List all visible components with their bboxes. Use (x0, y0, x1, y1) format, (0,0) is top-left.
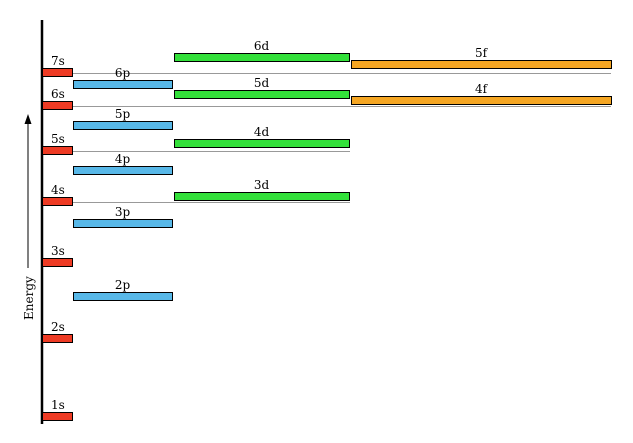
orbital-level-6d: 6d (174, 39, 350, 62)
orbital-level-5p: 5p (73, 107, 173, 130)
orbital-label-3p: 3p (115, 205, 131, 219)
orbital-level-2s: 2s (42, 320, 73, 343)
orbital-bar-3d (174, 192, 350, 201)
orbital-label-5d: 5d (254, 76, 270, 90)
orbital-bar-5s (42, 146, 73, 155)
orbital-bar-4d (174, 139, 350, 148)
guide-lines (72, 73, 611, 203)
orbital-level-3p: 3p (73, 205, 173, 228)
orbital-bar-1s (42, 412, 73, 421)
orbital-label-6p: 6p (115, 66, 131, 80)
orbital-bar-5p (73, 121, 173, 130)
orbital-level-6p: 6p (73, 66, 173, 89)
orbital-label-4d: 4d (254, 125, 270, 139)
orbital-label-5f: 5f (475, 46, 489, 60)
orbital-bar-4p (73, 166, 173, 175)
orbital-bar-5f (351, 60, 612, 69)
orbital-label-5s: 5s (51, 132, 65, 146)
orbital-level-3s: 3s (42, 244, 73, 267)
orbital-label-5p: 5p (115, 107, 131, 121)
orbital-bar-6s (42, 101, 73, 110)
orbital-bar-4s (42, 197, 73, 206)
orbital-level-1s: 1s (42, 398, 73, 421)
orbital-label-2p: 2p (115, 278, 131, 292)
orbital-bar-4f (351, 96, 612, 105)
orbital-label-3d: 3d (254, 178, 270, 192)
orbital-bar-5d (174, 90, 350, 99)
orbital-label-3s: 3s (51, 244, 65, 258)
orbital-levels: 1s 2s 2p 3s 3p 4s 3d 4p 5s 4d 5p 6s 4f 5d 6p 7s 5f 6d (42, 39, 612, 421)
orbital-label-4s: 4s (51, 183, 65, 197)
orbital-level-4f: 4f (351, 82, 612, 105)
orbital-level-4p: 4p (73, 152, 173, 175)
energy-axis-label: Energy (22, 276, 36, 320)
orbital-level-5d: 5d (174, 76, 350, 99)
orbital-bar-2s (42, 334, 73, 343)
orbital-label-1s: 1s (51, 398, 65, 412)
orbital-level-5f: 5f (351, 46, 612, 69)
orbital-label-6d: 6d (254, 39, 270, 53)
orbital-bar-6d (174, 53, 350, 62)
orbital-label-6s: 6s (51, 87, 65, 101)
orbital-bar-6p (73, 80, 173, 89)
orbital-level-4d: 4d (174, 125, 350, 148)
orbital-label-4f: 4f (475, 82, 489, 96)
orbital-label-7s: 7s (51, 54, 65, 68)
orbital-bar-2p (73, 292, 173, 301)
orbital-level-5s: 5s (42, 132, 73, 155)
orbital-level-7s: 7s (42, 54, 73, 77)
orbital-level-6s: 6s (42, 87, 73, 110)
orbital-bar-3p (73, 219, 173, 228)
orbital-bar-7s (42, 68, 73, 77)
orbital-bar-3s (42, 258, 73, 267)
orbital-label-4p: 4p (115, 152, 131, 166)
energy-arrow (24, 114, 32, 268)
orbital-level-4s: 4s (42, 183, 73, 206)
orbital-level-2p: 2p (73, 278, 173, 301)
orbital-label-2s: 2s (51, 320, 65, 334)
orbital-level-3d: 3d (174, 178, 350, 201)
